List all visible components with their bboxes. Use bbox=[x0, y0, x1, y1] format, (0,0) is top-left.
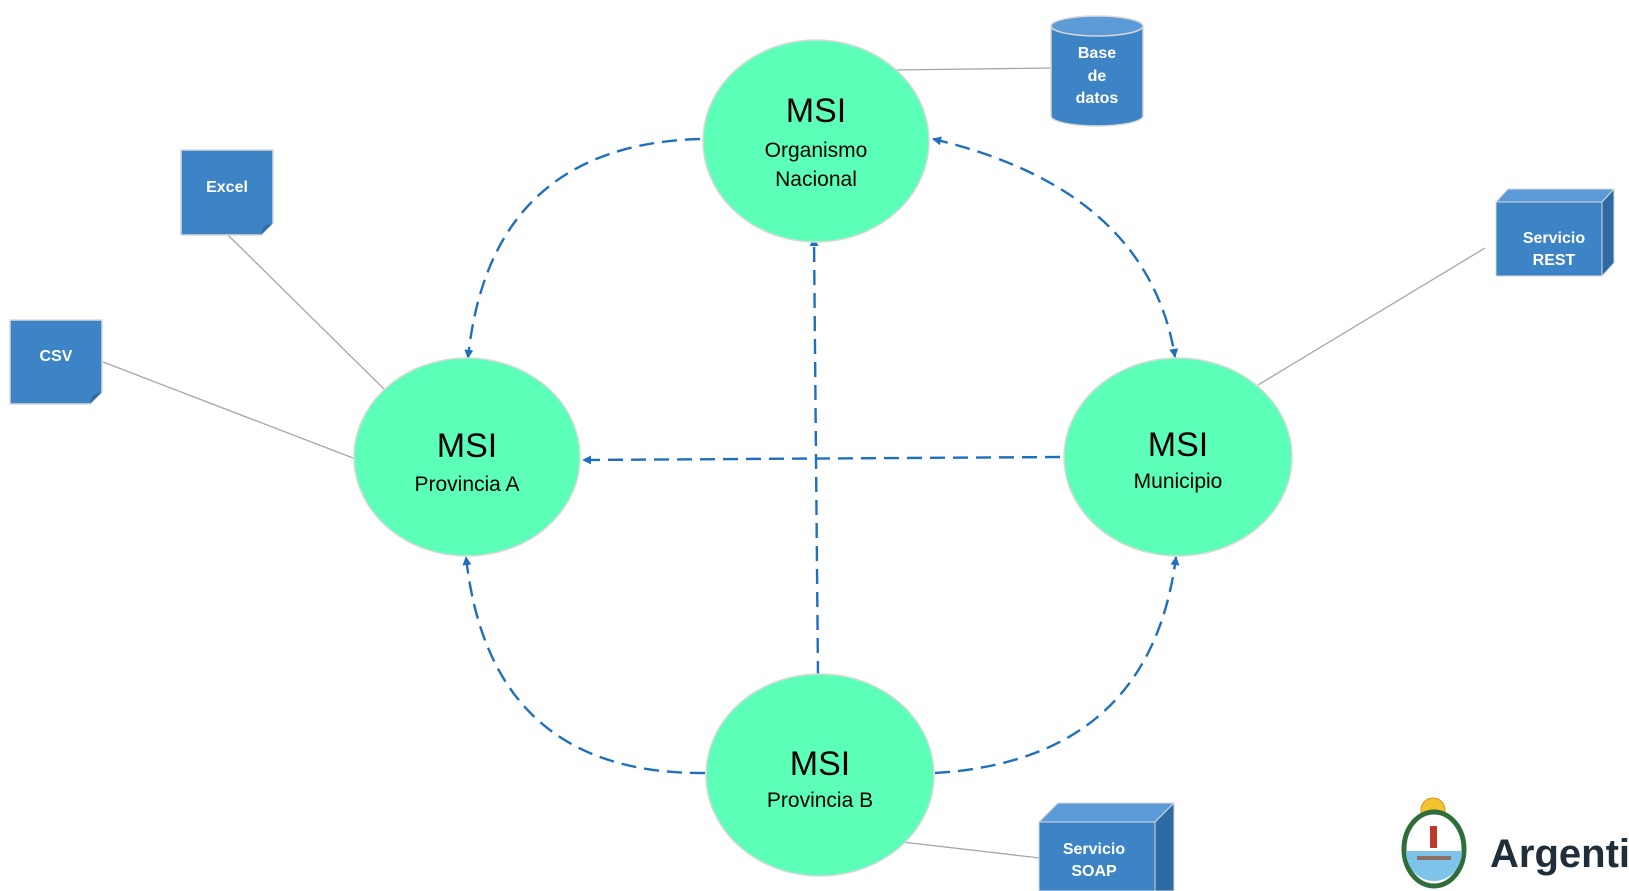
node-provincia-b[interactable]: MSI Provincia B bbox=[705, 673, 935, 877]
source-csv[interactable]: CSV bbox=[9, 319, 103, 405]
node-title: MSI bbox=[786, 92, 846, 130]
node-title: MSI bbox=[790, 745, 850, 783]
source-servicio-rest[interactable]: Servicio REST bbox=[1494, 187, 1616, 278]
node-organismo-nacional[interactable]: MSI Organismo Nacional bbox=[702, 39, 930, 243]
arrow-municipio-to-provincia-a bbox=[582, 455, 1061, 465]
argentina-logo: Argentina bbox=[1401, 797, 1629, 889]
node-label-line2: Nacional bbox=[775, 168, 857, 191]
arrow-provincia-b-to-nacional bbox=[809, 237, 820, 677]
source-label-line3: datos bbox=[1076, 90, 1119, 107]
source-excel[interactable]: Excel bbox=[180, 149, 274, 236]
dashed-arrows bbox=[462, 136, 1180, 775]
source-servicio-soap[interactable]: Servicio SOAP bbox=[1037, 801, 1176, 891]
source-label-line2: REST bbox=[1533, 252, 1576, 269]
node-title: MSI bbox=[1148, 426, 1208, 464]
source-label-line2: de bbox=[1088, 68, 1107, 85]
data-source-connectors bbox=[102, 67, 1486, 859]
connector-rest bbox=[1257, 247, 1486, 386]
cube-icon bbox=[1494, 187, 1616, 278]
source-label: Excel bbox=[206, 179, 248, 196]
brand-name: Argentina bbox=[1490, 832, 1629, 876]
node-municipio[interactable]: MSI Municipio bbox=[1063, 357, 1293, 557]
source-label: CSV bbox=[40, 348, 73, 365]
connector-soap bbox=[901, 841, 1041, 859]
source-label-line2: SOAP bbox=[1071, 863, 1117, 880]
coat-of-arms-icon bbox=[1401, 797, 1467, 889]
arrow-provincia-b-to-provincia-a bbox=[462, 556, 706, 775]
arrow-nacional-municipio bbox=[932, 136, 1179, 358]
arrow-provincia-b-to-municipio bbox=[934, 556, 1180, 775]
connector-csv bbox=[102, 361, 354, 459]
node-label-line1: Municipio bbox=[1134, 470, 1223, 493]
source-label-line1: Servicio bbox=[1063, 841, 1125, 858]
arrow-nacional-to-provincia-a bbox=[464, 137, 701, 359]
cube-icon bbox=[1037, 801, 1176, 891]
node-label-line1: Organismo bbox=[765, 139, 868, 162]
source-label-line1: Servicio bbox=[1523, 230, 1585, 247]
node-title: MSI bbox=[437, 427, 497, 465]
source-label-line1: Base bbox=[1078, 45, 1116, 62]
connector-base-datos bbox=[894, 67, 1054, 71]
node-label-line1: Provincia B bbox=[767, 789, 873, 812]
source-base-de-datos[interactable]: Base de datos bbox=[1050, 15, 1144, 127]
node-label-line1: Provincia A bbox=[414, 473, 519, 496]
connector-excel bbox=[227, 234, 386, 391]
node-provincia-a[interactable]: MSI Provincia A bbox=[353, 357, 581, 557]
